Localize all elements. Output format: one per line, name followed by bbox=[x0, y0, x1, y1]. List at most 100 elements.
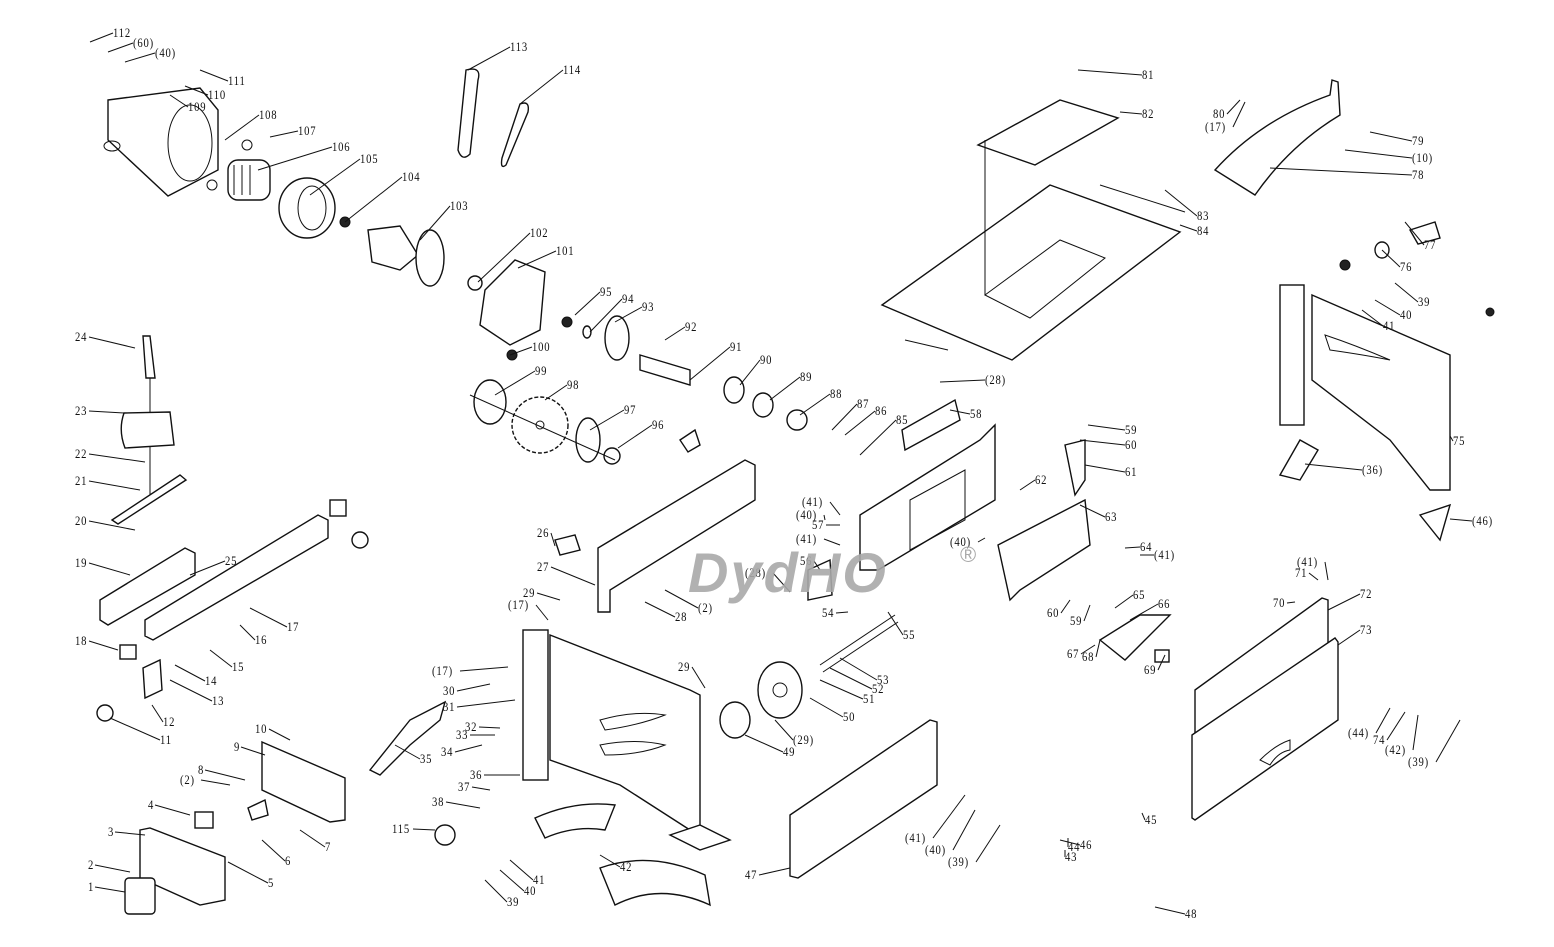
leader-line bbox=[939, 379, 986, 383]
leader-line bbox=[1386, 711, 1406, 741]
leader-line bbox=[1119, 111, 1143, 115]
part-number-label: 79 bbox=[1412, 133, 1425, 148]
leader-line bbox=[1337, 629, 1361, 646]
part-number-label: (2) bbox=[180, 772, 195, 787]
part-number-label: (41) bbox=[905, 830, 927, 845]
leader-line bbox=[456, 683, 491, 692]
leader-line bbox=[975, 824, 1001, 863]
leader-line bbox=[1084, 464, 1126, 473]
leader-line bbox=[589, 409, 625, 431]
part-number-label: 40 bbox=[524, 883, 537, 898]
leader-line bbox=[1304, 463, 1363, 471]
part-number-label: 32 bbox=[465, 719, 478, 734]
leader-line bbox=[550, 532, 556, 547]
part-number-label: 90 bbox=[760, 352, 773, 367]
leader-line bbox=[1374, 299, 1401, 316]
part-number-label: 18 bbox=[75, 633, 88, 648]
leader-line bbox=[94, 864, 131, 873]
leader-line bbox=[394, 744, 421, 760]
leader-line bbox=[88, 336, 136, 349]
leader-line bbox=[599, 854, 621, 868]
leader-line bbox=[774, 719, 794, 741]
leader-line bbox=[589, 298, 623, 333]
fan-shroud bbox=[278, 177, 336, 239]
leader-line bbox=[200, 779, 231, 786]
part-number-label: 68 bbox=[1082, 649, 1095, 664]
leader-line bbox=[299, 829, 326, 848]
part-number-label: (41) bbox=[802, 494, 824, 509]
part-number-label: 110 bbox=[208, 87, 227, 102]
part-number-label: (40) bbox=[796, 507, 818, 522]
part-number-label: (28) bbox=[745, 565, 767, 580]
leader-line bbox=[269, 130, 299, 138]
leader-line bbox=[169, 679, 213, 702]
part-number-label: 2 bbox=[88, 857, 95, 872]
part-number-label: 39 bbox=[507, 894, 520, 909]
leader-line bbox=[494, 370, 536, 396]
part-number-label: (36) bbox=[1362, 462, 1384, 477]
handle-35 bbox=[368, 700, 447, 776]
leader-line bbox=[952, 809, 976, 851]
part-number-label: 59 bbox=[1070, 613, 1083, 628]
part-number-label: 80 bbox=[1213, 106, 1226, 121]
part-number-label: 47 bbox=[745, 867, 758, 882]
part-number-label: 28 bbox=[675, 609, 688, 624]
leader-line bbox=[107, 42, 134, 53]
part-number-label: (17) bbox=[1205, 119, 1227, 134]
part-number-label: 72 bbox=[1360, 586, 1373, 601]
leader-line bbox=[1154, 906, 1186, 915]
leader-line bbox=[89, 32, 114, 43]
part-number-label: 88 bbox=[830, 386, 843, 401]
part-number-label: 36 bbox=[470, 767, 483, 782]
part-number-label: (17) bbox=[432, 663, 454, 678]
leader-line bbox=[1141, 812, 1146, 821]
leader-line bbox=[1019, 479, 1036, 491]
leader-line bbox=[809, 697, 844, 718]
leader-line bbox=[1129, 603, 1159, 621]
leader-line bbox=[517, 250, 557, 269]
leader-line bbox=[477, 232, 531, 283]
part-number-label: 22 bbox=[75, 446, 88, 461]
leader-line bbox=[574, 291, 601, 316]
part-number-label: 41 bbox=[533, 872, 546, 887]
leader-line bbox=[829, 501, 841, 516]
part-number-label: 87 bbox=[857, 396, 870, 411]
leader-line bbox=[1449, 435, 1454, 442]
part-number-label: 111 bbox=[228, 73, 246, 88]
part-number-label: 41 bbox=[1383, 318, 1396, 333]
part-number-label: 37 bbox=[458, 779, 471, 794]
part-number-label: 84 bbox=[1197, 223, 1210, 238]
part-number-label: 71 bbox=[1295, 565, 1308, 580]
leader-line bbox=[813, 560, 821, 571]
part-number-label: 89 bbox=[800, 369, 813, 384]
leader-line bbox=[819, 679, 864, 700]
leader-line bbox=[174, 664, 206, 682]
leader-line bbox=[109, 717, 161, 741]
part-number-label: 33 bbox=[456, 727, 469, 742]
leader-line bbox=[445, 801, 481, 809]
part-number-label: (10) bbox=[1412, 150, 1434, 165]
part-number-label: (42) bbox=[1385, 742, 1407, 757]
leader-line bbox=[535, 604, 549, 621]
leader-line bbox=[536, 592, 561, 601]
watermark-logo: DydHO bbox=[688, 541, 888, 604]
part-number-label: (41) bbox=[1297, 554, 1319, 569]
leader-line bbox=[1381, 249, 1401, 268]
part-number-label: 74 bbox=[1373, 732, 1386, 747]
part-number-label: (40) bbox=[925, 842, 947, 857]
part-number-label: (41) bbox=[1154, 547, 1176, 562]
part-number-label: 45 bbox=[1145, 812, 1158, 827]
part-number-label: 67 bbox=[1067, 646, 1080, 661]
part-number-label: 52 bbox=[872, 681, 885, 696]
handwheel bbox=[719, 614, 899, 739]
part-number-label: 98 bbox=[567, 377, 580, 392]
leader-line bbox=[691, 666, 706, 689]
part-number-label: (17) bbox=[508, 597, 530, 612]
part-number-label: 78 bbox=[1412, 167, 1425, 182]
leader-line bbox=[499, 869, 525, 892]
part-number-label: 69 bbox=[1144, 662, 1157, 677]
leader-line bbox=[459, 666, 509, 672]
part-number-label: 50 bbox=[843, 709, 856, 724]
leader-line bbox=[769, 376, 801, 401]
leader-line bbox=[1124, 546, 1141, 549]
